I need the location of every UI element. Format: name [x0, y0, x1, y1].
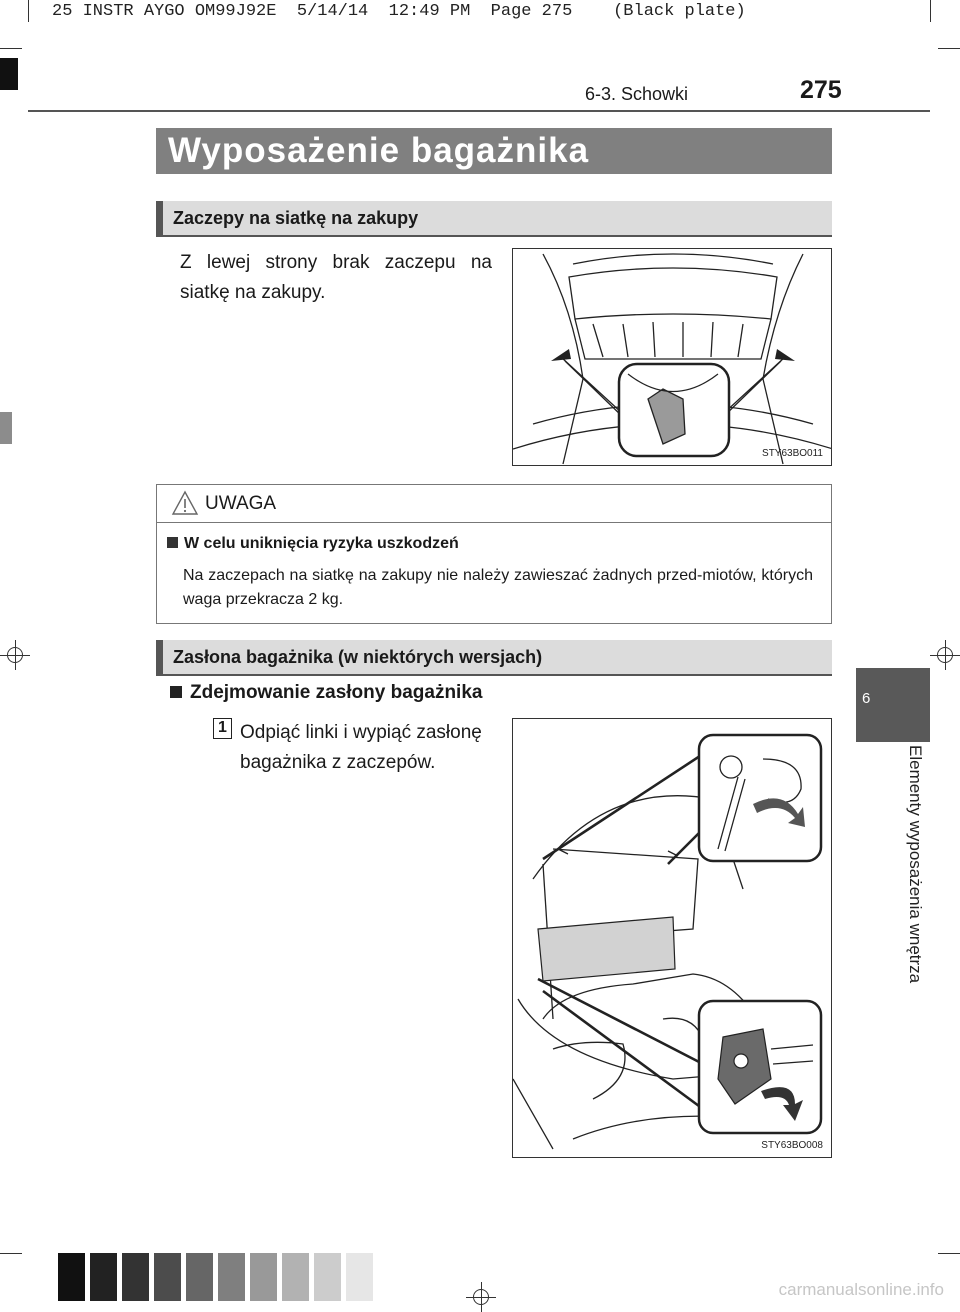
header-divider — [28, 110, 930, 112]
color-bar-swatch — [346, 1253, 373, 1301]
chapter-title: Elementy wyposażenia wnętrza — [906, 745, 925, 984]
caution-subheading: W celu uniknięcia ryzyka uszkodzeń — [167, 535, 459, 553]
caution-header: UWAGA — [157, 485, 831, 523]
color-bar-swatch — [218, 1253, 245, 1301]
cover-removal-illustration — [513, 733, 823, 1150]
registration-mark-icon — [0, 640, 30, 670]
paragraph-line: Z lewej strony brak zaczepu na — [180, 252, 492, 273]
color-bar-swatch — [314, 1253, 341, 1301]
section-divider — [156, 674, 832, 676]
margin-tab — [0, 58, 18, 90]
caution-subheading-text: W celu uniknięcia ryzyka uszkodzeń — [184, 535, 459, 552]
paragraph-line: siatkę na zakupy. — [180, 282, 326, 303]
step-number: 1 — [213, 718, 232, 739]
color-bar-swatch — [90, 1253, 117, 1301]
chapter-tab — [856, 668, 930, 742]
registration-mark-icon — [466, 1282, 496, 1312]
square-bullet-icon — [167, 537, 178, 548]
print-slug: 25 INSTR AYGO OM99J92E 5/14/14 12:49 PM … — [52, 2, 746, 21]
color-bar-swatch — [282, 1253, 309, 1301]
step-line: Odpiąć linki i wypiąć zasłonę — [240, 722, 482, 743]
figure-code: STY63BO008 — [761, 1140, 823, 1151]
crop-mark — [28, 0, 29, 22]
page-title: Wyposażenie bagażnika — [156, 128, 832, 174]
tonneau-cover-figure: STY63BO008 — [512, 718, 832, 1158]
crop-mark — [938, 48, 960, 49]
crop-mark — [930, 0, 931, 22]
crop-mark — [0, 1253, 22, 1254]
trunk-illustration — [513, 253, 831, 465]
registration-mark-icon — [930, 640, 960, 670]
luggage-hooks-figure: STY63BO011 — [512, 248, 832, 466]
color-bar-swatch — [186, 1253, 213, 1301]
caution-box: UWAGA W celu uniknięcia ryzyka uszkodzeń… — [156, 484, 832, 624]
step-line: bagażnika z zaczepów. — [240, 752, 436, 773]
crop-mark — [938, 1253, 960, 1254]
crop-mark — [0, 48, 22, 49]
color-bar-swatch — [250, 1253, 277, 1301]
warning-triangle-icon — [171, 490, 199, 515]
figure-code: STY63BO011 — [762, 448, 823, 459]
margin-tab — [0, 412, 12, 444]
curved-arrow-icon — [753, 798, 805, 827]
section-heading: Zaczepy na siatkę na zakupy — [156, 201, 832, 235]
item-heading: Zdejmowanie zasłony bagażnika — [170, 682, 482, 704]
tonneau-cover — [537, 916, 676, 982]
section-heading: Zasłona bagażnika (w niektórych wersjach… — [156, 640, 832, 674]
upper-detail-inset — [697, 733, 823, 863]
square-bullet-icon — [170, 686, 182, 698]
caution-text: Na zaczepach na siatkę na zakupy nie nal… — [183, 567, 813, 608]
section-divider — [156, 235, 832, 237]
color-bar-swatch — [58, 1253, 85, 1301]
watermark: carmanualsonline.info — [778, 1280, 944, 1299]
color-bar-swatch — [122, 1253, 149, 1301]
page-number: 275 — [800, 76, 842, 104]
caution-label: UWAGA — [205, 493, 277, 514]
section-header: 6-3. Schowki — [585, 84, 689, 104]
step-instruction: Odpiąć linki i wypiąć zasłonę bagażnika … — [240, 718, 482, 778]
chapter-number: 6 — [862, 690, 871, 707]
item-heading-text: Zdejmowanie zasłony bagażnika — [190, 682, 483, 703]
curved-arrow-icon — [761, 1087, 803, 1121]
color-bar-swatch — [154, 1253, 181, 1301]
